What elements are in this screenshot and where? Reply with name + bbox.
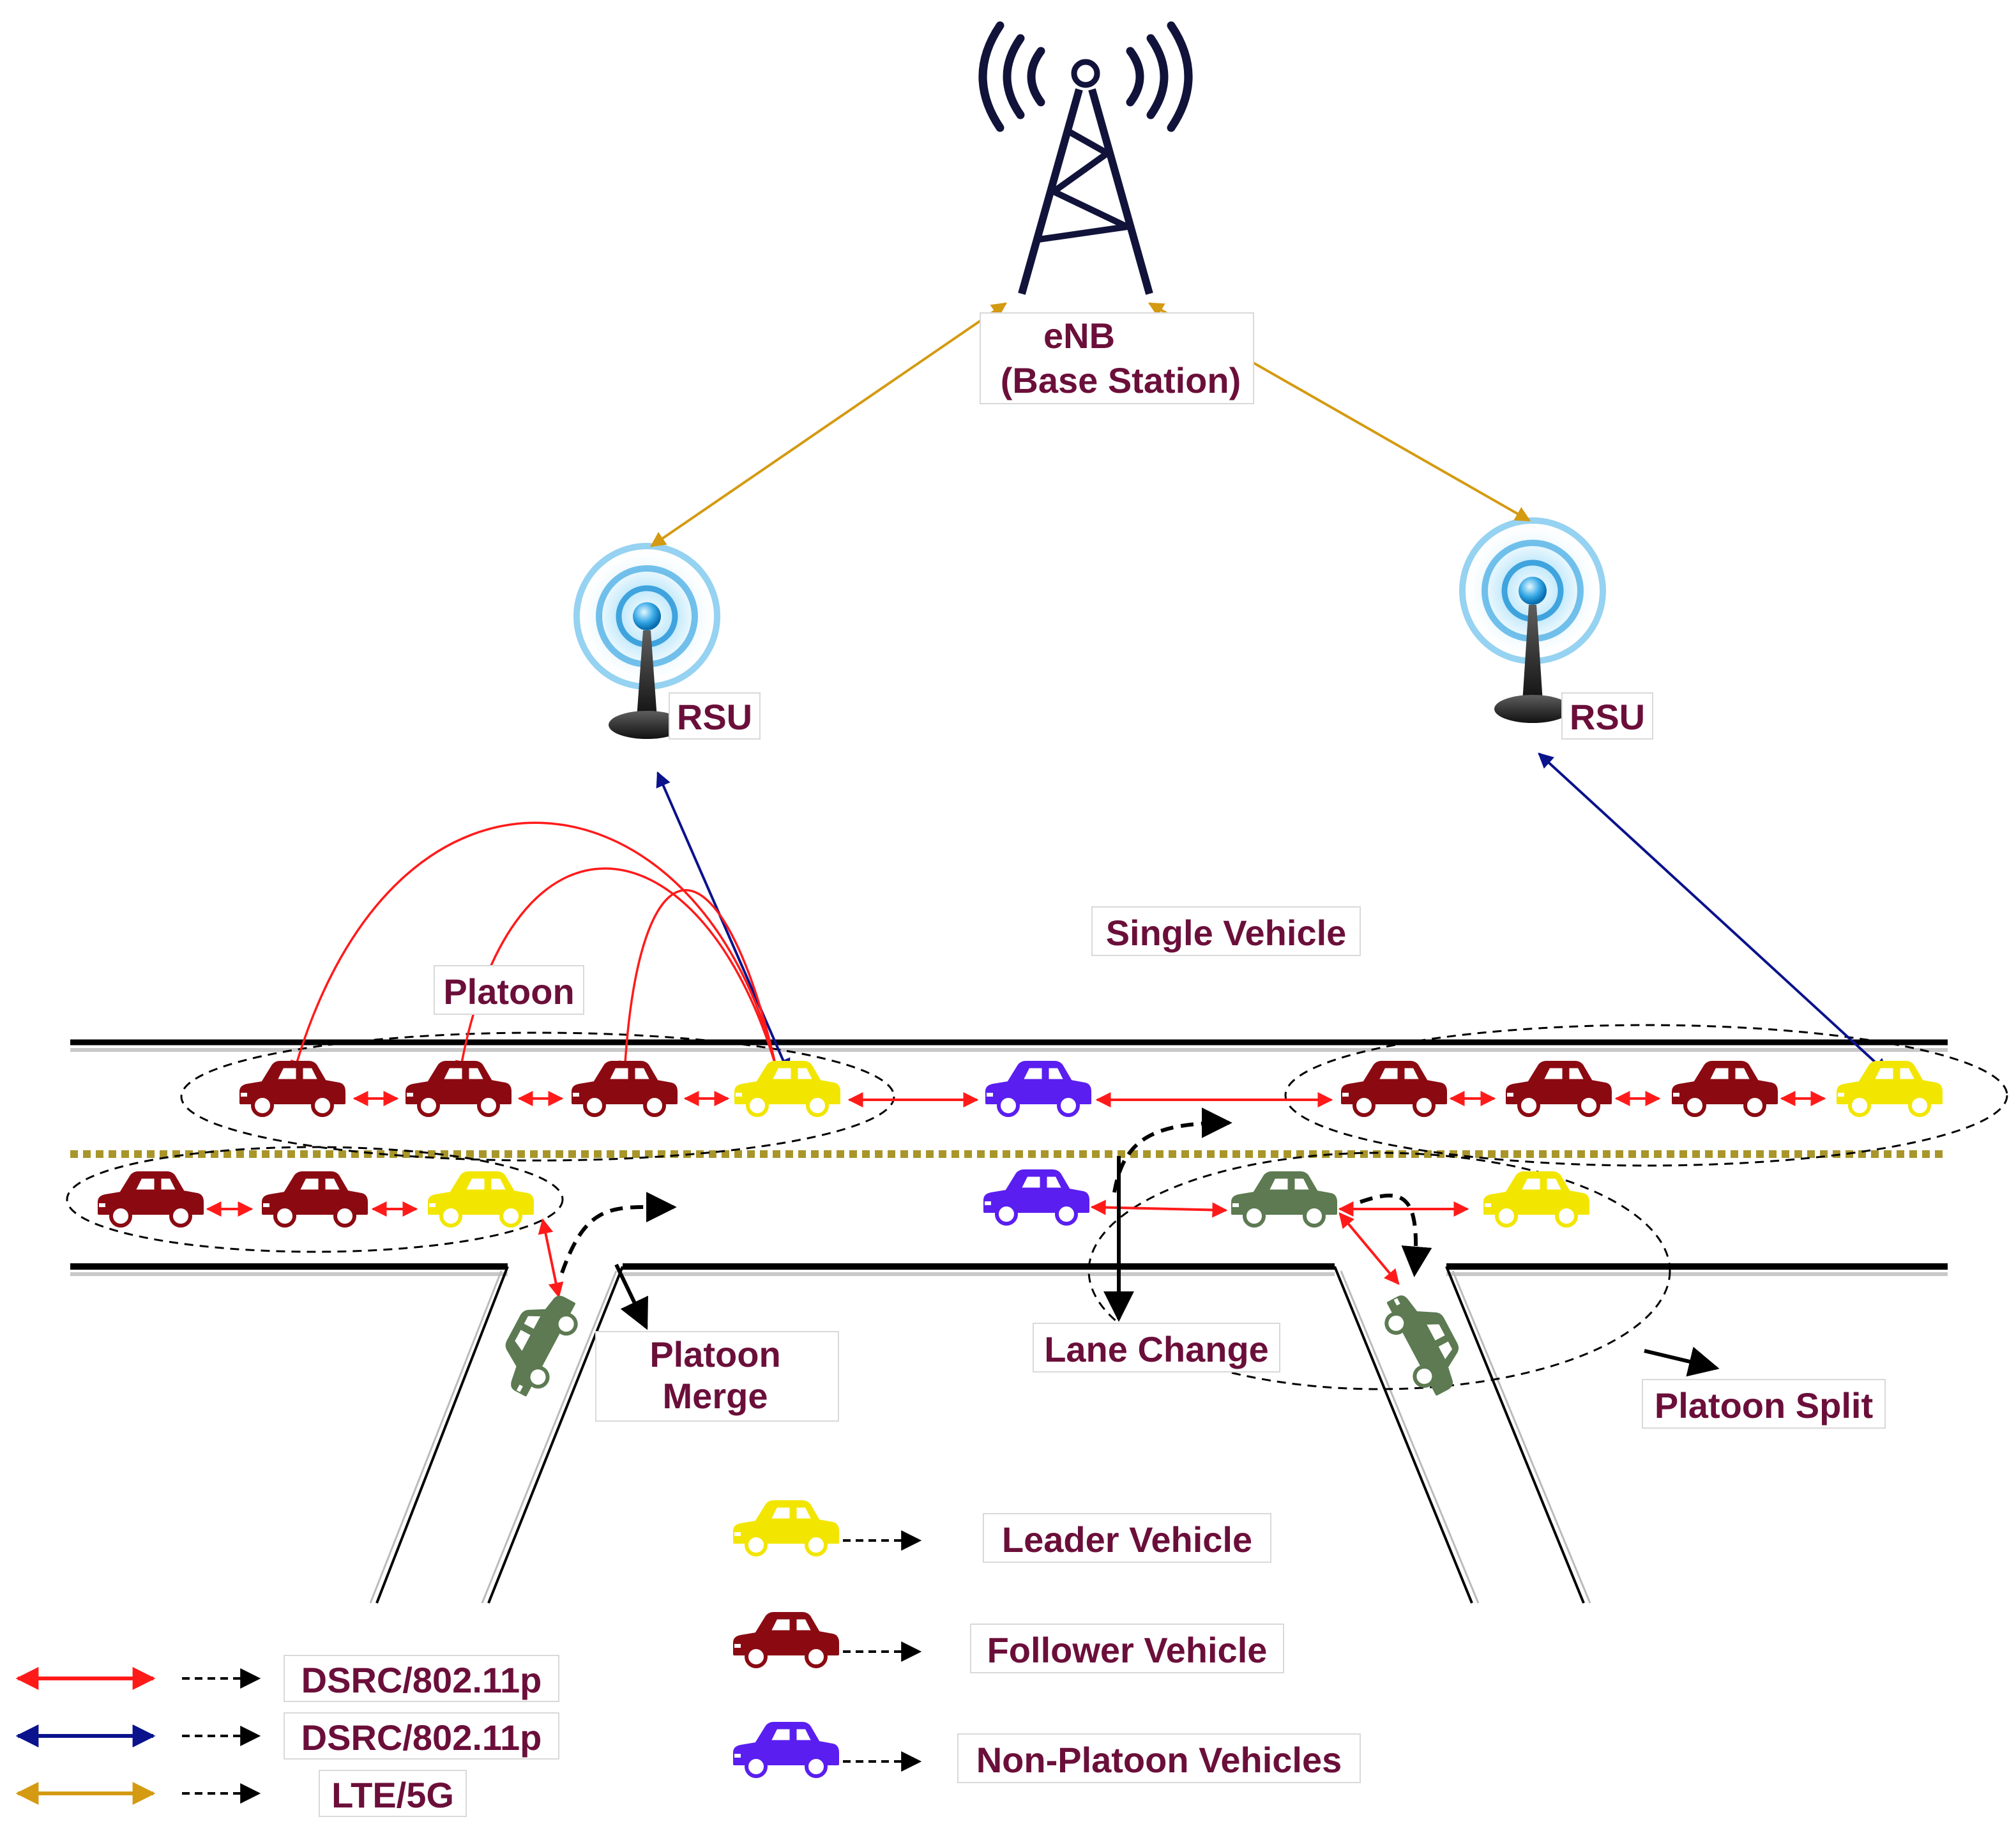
legend-leader-label: Leader Vehicle: [1002, 1519, 1252, 1560]
maneuver-arrows: [560, 1107, 1720, 1377]
link-legend: DSRC/802.11p DSRC/802.11p LTE/5G: [15, 1655, 559, 1817]
platoon-merge-line1: Platoon: [649, 1334, 780, 1374]
legend-dsrc-v2i: DSRC/802.11p: [15, 1712, 559, 1760]
split-label-arrow: [1644, 1346, 1720, 1377]
merge-path-arrow: [560, 1191, 677, 1274]
highway: [70, 1039, 1948, 1276]
v2v-links: [206, 1091, 1826, 1298]
legend-follower: Follower Vehicle: [734, 1613, 1284, 1673]
broadcast-arc-1: [291, 821, 777, 1075]
legend-leader: Leader Vehicle: [734, 1502, 1271, 1563]
exiting-vehicle: [1377, 1284, 1473, 1400]
platoon-bottom-left-group: [66, 1146, 564, 1253]
follower-vehicle: [1342, 1062, 1446, 1115]
legend-dsrc-v2i-label: DSRC/802.11p: [301, 1717, 542, 1758]
rsu-right-label: RSU: [1570, 697, 1645, 737]
merge-link: [538, 1218, 564, 1298]
non-platoon-vehicle: [985, 1171, 1088, 1224]
legend-follower-label: Follower Vehicle: [987, 1630, 1268, 1670]
lte-link-left: [650, 302, 1007, 547]
broadcast-arc-3: [618, 889, 777, 1075]
platoon-split-label: Platoon Split: [1655, 1385, 1873, 1426]
lane-change-path-arrow: [1112, 1107, 1232, 1193]
legend-lte-label: LTE/5G: [331, 1775, 454, 1815]
platoon-split-group: [1088, 1152, 1671, 1390]
legend-follower-vehicle-icon: [734, 1613, 838, 1666]
split-path-arrow: [1360, 1193, 1432, 1277]
enb-label-line2: (Base Station): [1001, 360, 1241, 400]
v2i-link-left: [656, 771, 791, 1075]
leader-vehicle: [429, 1173, 533, 1226]
exit-ramp: [1333, 1266, 1591, 1604]
follower-vehicle: [1673, 1062, 1777, 1115]
legend-dsrc-v2v-label: DSRC/802.11p: [301, 1660, 542, 1700]
follower-vehicle: [1507, 1062, 1611, 1115]
rsu-left-icon: [573, 543, 720, 739]
platoon-merge-label: Platoon Merge: [595, 1331, 839, 1422]
vehicles: [99, 1062, 1941, 1401]
v2i-link-right: [1538, 752, 1888, 1074]
rsu-right-icon: [1459, 517, 1606, 723]
leader-vehicle: [736, 1062, 839, 1115]
splitting-vehicle: [1232, 1173, 1336, 1226]
single-non-platoon-vehicle: [987, 1062, 1090, 1115]
platoon-merge-line2: Merge: [663, 1376, 768, 1416]
leader-vehicle: [1485, 1173, 1588, 1226]
merge-ramp: [369, 1266, 624, 1604]
follower-vehicle: [263, 1173, 367, 1226]
enb-tower-icon: [978, 21, 1193, 295]
legend-lte: LTE/5G: [15, 1770, 467, 1817]
lane-change-label: Lane Change: [1044, 1329, 1269, 1369]
enb-label-line1: eNB: [1043, 316, 1115, 356]
rsu-left-label: RSU: [677, 697, 752, 737]
follower-vehicle: [99, 1173, 202, 1226]
follower-vehicle: [241, 1062, 344, 1115]
legend-non-platoon-vehicle-icon: [734, 1723, 838, 1776]
vehicle-legend: Leader Vehicle Follower Vehicle Non-Plat…: [734, 1502, 1361, 1783]
split-link: [1338, 1212, 1400, 1285]
enb-label: eNB (Base Station): [980, 312, 1254, 404]
legend-non-platoon-label: Non-Platoon Vehicles: [976, 1740, 1342, 1780]
follower-vehicle: [573, 1062, 676, 1115]
legend-leader-vehicle-icon: [734, 1502, 838, 1555]
merge-label-arrow: [614, 1263, 648, 1330]
follower-vehicle: [407, 1062, 510, 1115]
leader-broadcast-arcs: [291, 821, 777, 1075]
legend-dsrc-v2v: DSRC/802.11p: [15, 1655, 559, 1702]
leader-vehicle: [1838, 1062, 1941, 1115]
platoon-label: Platoon: [443, 971, 574, 1012]
single-vehicle-label: Single Vehicle: [1106, 913, 1347, 953]
legend-non-platoon: Non-Platoon Vehicles: [734, 1723, 1361, 1783]
